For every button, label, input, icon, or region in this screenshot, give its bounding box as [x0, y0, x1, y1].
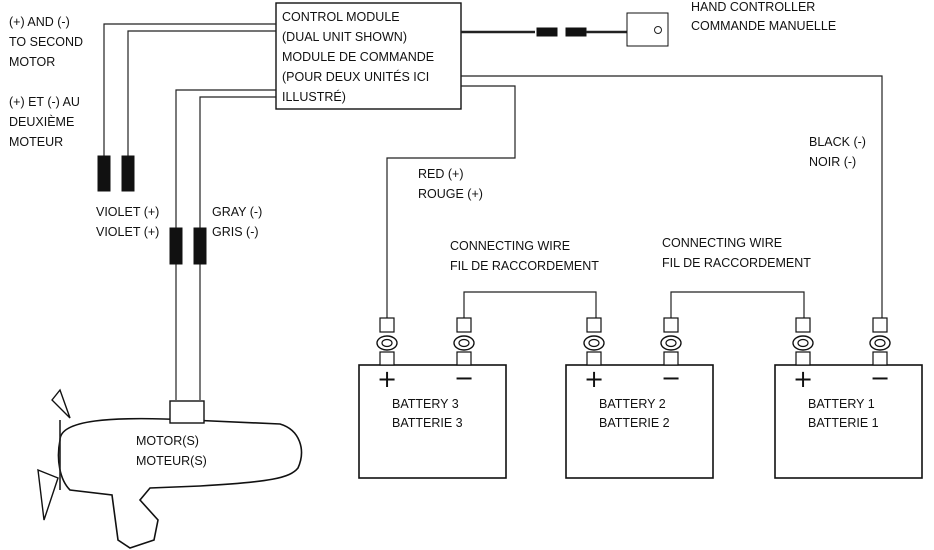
- connecting-wire-1: [463, 291, 597, 318]
- second-motor-wire-neg: [127, 30, 276, 156]
- hand-controller-line-2: COMMANDE MANUELLE: [691, 19, 836, 33]
- hand-controller-label: HAND CONTROLLER COMMANDE MANUELLE: [691, 0, 836, 33]
- hand-controller-button-icon: [654, 26, 662, 34]
- battery-2-plus-symbol: +: [584, 365, 604, 393]
- battery-1-minus-symbol: −: [870, 364, 890, 392]
- battery-1-positive-terminal: [792, 317, 814, 366]
- red-positive-wire: [386, 85, 516, 318]
- violet-label: VIOLET (+) VIOLET (+): [96, 205, 159, 239]
- battery-2-box: [565, 364, 714, 479]
- propeller-blade-bottom: [37, 468, 59, 521]
- second-motor-connector-pos: [97, 155, 111, 192]
- control-module-line-1: CONTROL MODULE: [282, 10, 400, 24]
- battery-1-box: [774, 364, 923, 479]
- connecting-wire-2-line-1: CONNECTING WIRE: [662, 236, 782, 250]
- gray-connector: [193, 227, 207, 265]
- black-line-1: BLACK (-): [809, 135, 866, 149]
- black-label: BLACK (-) NOIR (-): [809, 135, 866, 169]
- second-motor-fr-line-1: (+) ET (-) AU: [9, 95, 80, 109]
- second-motor-label: (+) AND (-) TO SECOND MOTOR (+) ET (-) A…: [9, 15, 83, 149]
- violet-line-1: VIOLET (+): [96, 205, 159, 219]
- connecting-wire-1-line-1: CONNECTING WIRE: [450, 239, 570, 253]
- second-motor-fr-line-3: MOTEUR: [9, 135, 63, 149]
- gray-line-1: GRAY (-): [212, 205, 262, 219]
- battery-2-negative-terminal: [660, 317, 682, 366]
- battery-1-plus-symbol: +: [793, 365, 813, 393]
- motor-wire-violet: [175, 89, 276, 400]
- battery-2-positive-terminal: [583, 317, 605, 366]
- hand-controller-box: [626, 12, 669, 47]
- batteries-group: + − BATTERY 3 BATTERIE 3 + − BATTERY 2 BATTERIE…: [358, 317, 923, 479]
- battery-3-label-fr: BATTERIE 3: [392, 416, 463, 430]
- battery-3-plus-symbol: +: [377, 365, 397, 393]
- second-motor-wire-pos: [103, 23, 276, 156]
- black-negative-wire: [461, 75, 883, 318]
- violet-connector: [169, 227, 183, 265]
- motor-housing: [57, 417, 303, 549]
- battery-1-label-fr: BATTERIE 1: [808, 416, 879, 430]
- connecting-wire-2-label: CONNECTING WIRE FIL DE RACCORDEMENT: [662, 236, 811, 270]
- gray-line-2: GRIS (-): [212, 225, 259, 239]
- battery-1-negative-terminal: [869, 317, 891, 366]
- battery-2-label-fr: BATTERIE 2: [599, 416, 670, 430]
- black-line-2: NOIR (-): [809, 155, 856, 169]
- connecting-wire-2-line-2: FIL DE RACCORDEMENT: [662, 256, 811, 270]
- control-module-line-3: MODULE DE COMMANDE: [282, 50, 434, 64]
- hand-controller-connector-b: [565, 27, 587, 37]
- second-motor-connector-neg: [121, 155, 135, 192]
- motor-shaft-collar: [169, 400, 205, 424]
- battery-3-positive-terminal: [376, 317, 398, 366]
- control-module-line-5: ILLUSTRÉ): [282, 89, 346, 104]
- propeller-blade-top: [51, 388, 71, 419]
- battery-3-label-en: BATTERY 3: [392, 397, 459, 411]
- second-motor-en-line-2: TO SECOND: [9, 35, 83, 49]
- hand-controller-line-1: HAND CONTROLLER: [691, 0, 815, 14]
- second-motor-en-line-1: (+) AND (-): [9, 15, 70, 29]
- connecting-wire-1-line-2: FIL DE RACCORDEMENT: [450, 259, 599, 273]
- battery-1: + − BATTERY 1 BATTERIE 1: [774, 317, 923, 479]
- red-label: RED (+) ROUGE (+): [418, 167, 483, 201]
- connecting-wire-2: [670, 291, 805, 318]
- second-motor-en-line-3: MOTOR: [9, 55, 55, 69]
- battery-2-label-en: BATTERY 2: [599, 397, 666, 411]
- battery-3-box: [358, 364, 507, 479]
- second-motor-fr-line-2: DEUXIÈME: [9, 114, 74, 129]
- battery-3-negative-terminal: [453, 317, 475, 366]
- motor-drawing: MOTOR(S) MOTEUR(S): [37, 388, 303, 549]
- battery-3-minus-symbol: −: [454, 364, 474, 392]
- violet-line-2: VIOLET (+): [96, 225, 159, 239]
- gray-label: GRAY (-) GRIS (-): [212, 205, 262, 239]
- motor-line-2: MOTEUR(S): [136, 454, 207, 468]
- motor-wire-gray: [199, 96, 276, 400]
- battery-1-label-en: BATTERY 1: [808, 397, 875, 411]
- battery-2: + − BATTERY 2 BATTERIE 2: [565, 317, 714, 479]
- hand-controller-connector-a: [536, 27, 558, 37]
- control-module-line-4: (POUR DEUX UNITÉS ICI: [282, 69, 429, 84]
- battery-2-minus-symbol: −: [661, 364, 681, 392]
- motor-line-1: MOTOR(S): [136, 434, 199, 448]
- red-line-2: ROUGE (+): [418, 187, 483, 201]
- battery-3: + − BATTERY 3 BATTERIE 3: [358, 317, 507, 479]
- red-line-1: RED (+): [418, 167, 464, 181]
- control-module-box: [275, 2, 462, 110]
- control-module-line-2: (DUAL UNIT SHOWN): [282, 30, 407, 44]
- control-module-label: CONTROL MODULE (DUAL UNIT SHOWN) MODULE …: [282, 10, 434, 104]
- connecting-wire-1-label: CONNECTING WIRE FIL DE RACCORDEMENT: [450, 239, 599, 273]
